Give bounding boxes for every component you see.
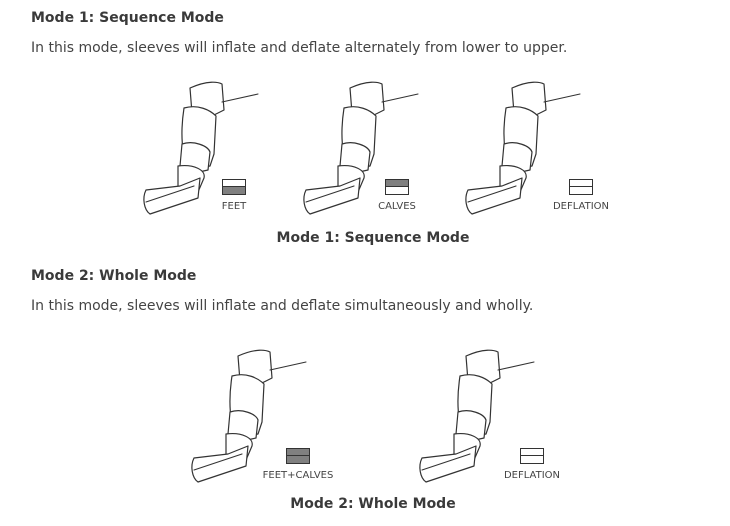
mode1-caption: Mode 1: Sequence Mode	[276, 230, 470, 246]
label-deflation-2: DEFLATION	[503, 470, 561, 481]
indicator-calves	[385, 179, 409, 195]
label-feet-calves: FEET+CALVES	[262, 470, 334, 481]
label-calves: CALVES	[378, 201, 416, 212]
mode2-caption: Mode 2: Whole Mode	[290, 496, 456, 512]
label-feet: FEET	[221, 201, 247, 212]
mode1-description: In this mode, sleeves will inflate and d…	[31, 40, 568, 56]
indicator-feet-calves	[286, 448, 310, 464]
leg-sleeve-illustration	[143, 81, 259, 215]
leg-figure-deflation-2	[414, 342, 554, 487]
indicator-deflation-1	[569, 179, 593, 195]
label-deflation-1: DEFLATION	[552, 201, 610, 212]
indicator-feet	[222, 179, 246, 195]
mode2-description: In this mode, sleeves will inflate and d…	[31, 298, 534, 314]
leg-figure-feet-calves	[186, 342, 326, 487]
indicator-deflation-2	[520, 448, 544, 464]
leg-figure-feet	[138, 74, 278, 219]
mode2-heading: Mode 2: Whole Mode	[31, 268, 197, 284]
leg-figure-deflation-1	[460, 74, 600, 219]
leg-figure-calves	[298, 74, 438, 219]
mode1-heading: Mode 1: Sequence Mode	[31, 10, 224, 26]
